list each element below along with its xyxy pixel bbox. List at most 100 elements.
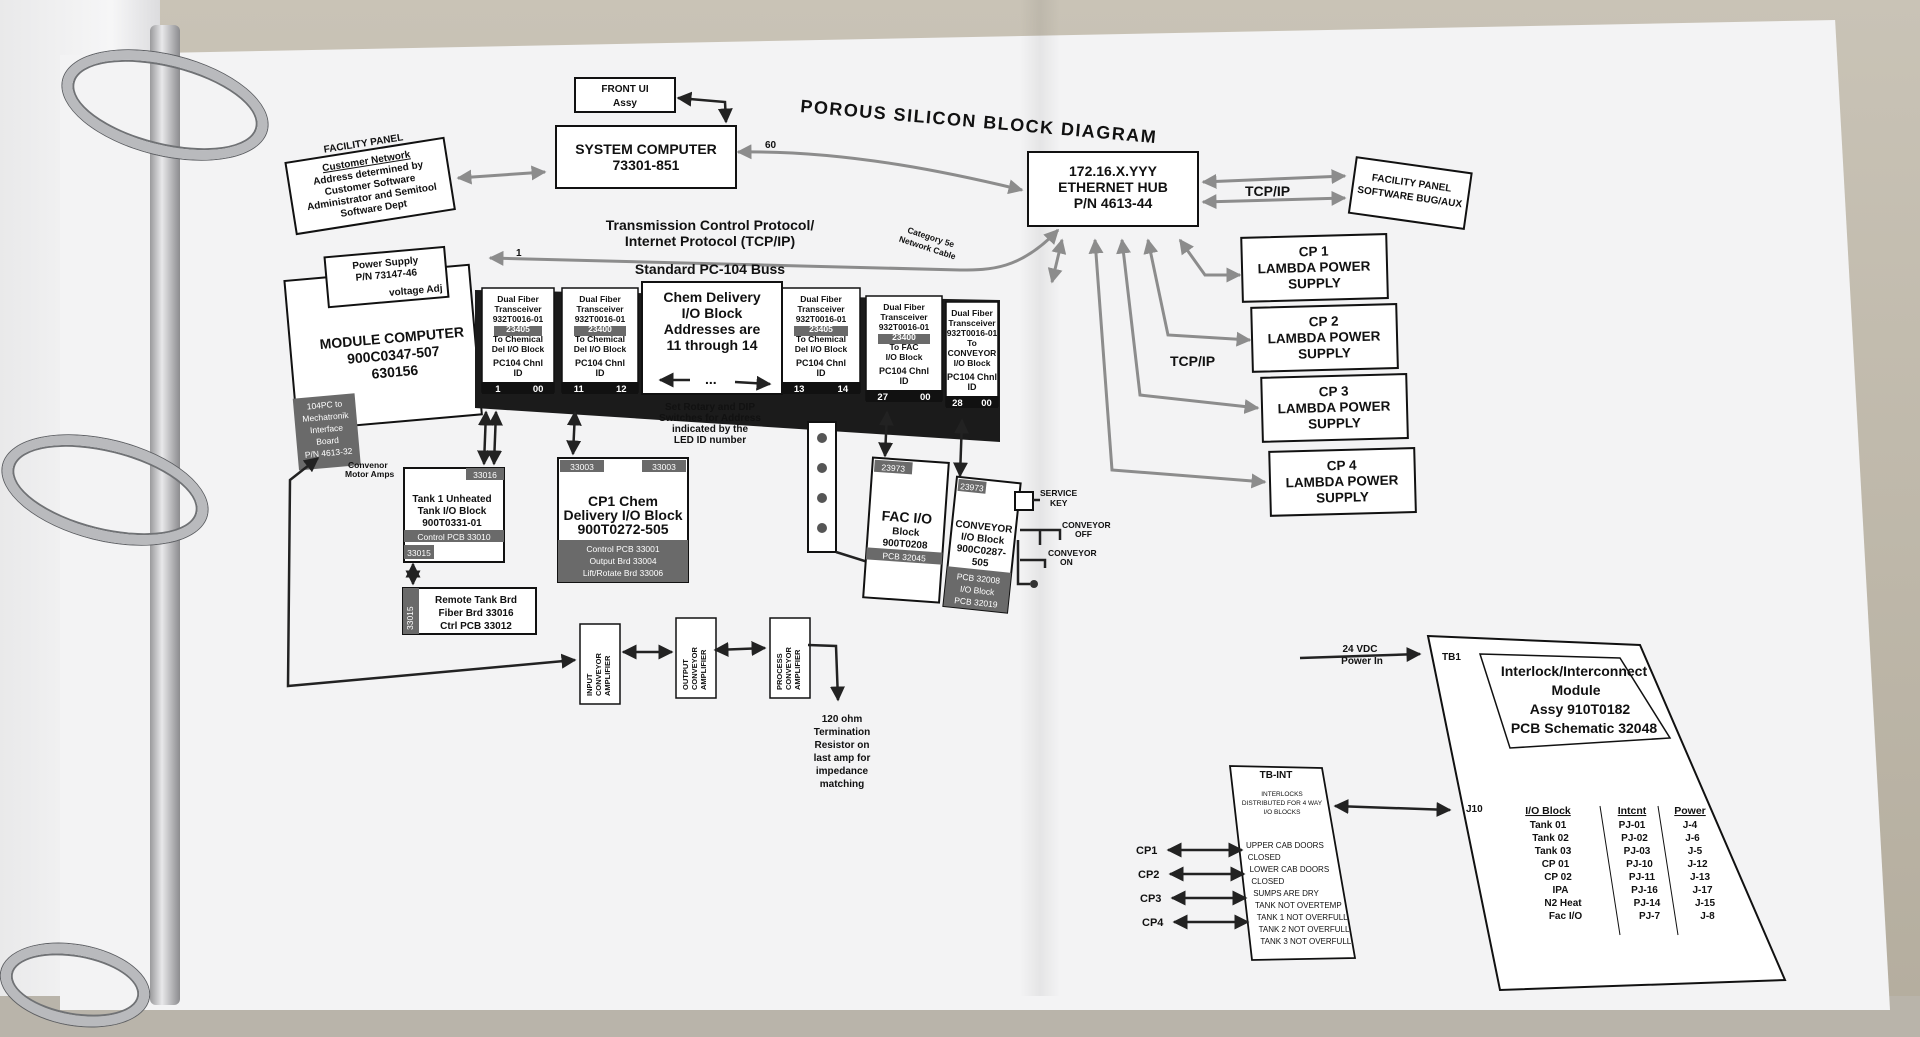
tb-int-header-2: DISTRIBUTED FOR 4 WAY bbox=[1242, 800, 1323, 807]
cp1-chem-foot1: Control PCB 33001 bbox=[586, 544, 660, 554]
io-table-cell-8-3: J-8 bbox=[1700, 911, 1715, 922]
transceiver-card-5: Dual FiberTransceiver932T0016-01ToCONVEY… bbox=[945, 301, 999, 409]
ethernet-hub-pn: P/N 4613-44 bbox=[1074, 195, 1153, 211]
fac-io-block: 23973 FAC I/O Block 900T0208 PCB 32045 bbox=[862, 456, 950, 604]
transceiver-4-line-6: I/O Block bbox=[886, 352, 923, 362]
transceiver-2-line-4: 23400 bbox=[588, 324, 612, 334]
remote-tank-tag: 33015 bbox=[405, 606, 415, 630]
tank1-line2: Tank I/O Block bbox=[418, 506, 487, 517]
transceiver-5-line-6: I/O Block bbox=[954, 358, 991, 368]
termination-line3: Resistor on bbox=[814, 740, 869, 751]
transceiver-5-line-5: CONVEYOR bbox=[948, 348, 997, 358]
sensor-column bbox=[807, 421, 837, 553]
io-table-cell-2-2: PJ-02 bbox=[1621, 833, 1648, 844]
tb-int-line-8: TANK 2 NOT OVERFULL bbox=[1259, 925, 1350, 934]
transceiver-3-chnl-1: PC104 Chnl bbox=[796, 358, 846, 368]
power-in-line2: Power In bbox=[1341, 656, 1383, 667]
service-key-line2: KEY bbox=[1050, 498, 1068, 508]
power-supply-pn: P/N 73147-46 bbox=[355, 267, 418, 283]
facility-panel-right: FACILITY PANEL SOFTWARE BUG/AUX bbox=[1347, 156, 1473, 230]
dip-note-line2: Switches for Address bbox=[659, 413, 761, 424]
tank1-line3: 900T0331-01 bbox=[422, 518, 482, 529]
j10-label: J10 bbox=[1466, 804, 1483, 815]
termination-line4: last amp for bbox=[814, 753, 871, 764]
io-table-cell-6-2: PJ-16 bbox=[1631, 885, 1658, 896]
system-computer-box: SYSTEM COMPUTER 73301-851 bbox=[555, 125, 737, 189]
interface-note-line2: Motor Amps bbox=[345, 469, 395, 479]
tb-int-header-1: INTERLOCKS bbox=[1261, 791, 1303, 798]
io-table-cell-6-1: IPA bbox=[1553, 885, 1569, 896]
io-table-cell-7-2: PJ-14 bbox=[1634, 898, 1661, 909]
transceiver-1-line-6: Del I/O Block bbox=[492, 344, 545, 354]
io-table-cell-5-1: CP 02 bbox=[1544, 872, 1572, 883]
transceiver-2-line-6: Del I/O Block bbox=[574, 344, 627, 354]
fac-io-footer: PCB 32045 bbox=[882, 550, 926, 563]
interlock-module: TB1 J10 Interlock/Interconnect Module As… bbox=[1426, 634, 1787, 992]
transceiver-3-line-3: 932T0016-01 bbox=[796, 314, 847, 324]
interface-board-line2: Mechatronik bbox=[302, 410, 350, 424]
termination-line1: 120 ohm bbox=[822, 714, 863, 725]
transceiver-3-line-2: Transceiver bbox=[797, 304, 845, 314]
module-computer-box: Power Supply P/N 73147-46 voltage Adj MO… bbox=[283, 245, 483, 471]
remote-tank-line1: Remote Tank Brd bbox=[435, 595, 517, 606]
system-computer-pn: 73301-851 bbox=[613, 157, 680, 173]
tank1-tag: 33016 bbox=[473, 470, 497, 480]
chem-delivery-ellipsis: ... bbox=[705, 371, 717, 387]
tb-int-line-5: SUMPS ARE DRY bbox=[1253, 889, 1319, 898]
tb-int-line-2: CLOSED bbox=[1248, 853, 1281, 862]
cp1-chem-io-block: 33003 33003 CP1 Chem Delivery I/O Block … bbox=[557, 457, 689, 583]
interlock-module-line3: Assy 910T0182 bbox=[1530, 701, 1631, 717]
cp1-chem-line1: CP1 Chem bbox=[588, 493, 658, 509]
tb-int-line-7: TANK 1 NOT OVERFULL bbox=[1257, 913, 1348, 922]
remote-tank-line3: Ctrl PCB 33012 bbox=[440, 621, 512, 632]
transceiver-5-line-3: 932T0016-01 bbox=[947, 328, 998, 338]
cp-label-3: CP3 bbox=[1140, 893, 1161, 905]
tank1-footer: Control PCB 33010 bbox=[417, 532, 491, 542]
transceiver-3-line-5: To Chemical bbox=[796, 334, 846, 344]
transceiver-5-line-2: Transceiver bbox=[948, 318, 996, 328]
transceiver-4-line-1: Dual Fiber bbox=[883, 302, 925, 312]
system-computer-label: SYSTEM COMPUTER bbox=[575, 141, 717, 157]
cp1-chem-foot2: Output Brd 33004 bbox=[589, 556, 656, 566]
amplifier-3-line-2: CONVEYOR bbox=[784, 646, 793, 690]
transceiver-4-id-1: 27 bbox=[877, 392, 888, 403]
remote-tank-block: 33015 Remote Tank Brd Fiber Brd 33016 Ct… bbox=[402, 587, 537, 635]
conveyor-off-line2: OFF bbox=[1075, 529, 1092, 539]
amplifier-2-line-1: OUTPUT bbox=[681, 659, 690, 690]
transceiver-2-id-2: 12 bbox=[616, 384, 627, 395]
cp1-chem-tag1: 33003 bbox=[570, 462, 594, 472]
transceiver-card-4: Dual FiberTransceiver932T0016-0123400To … bbox=[865, 295, 943, 403]
io-table-cell-3-1: Tank 03 bbox=[1535, 846, 1572, 857]
io-table-cell-3-2: PJ-03 bbox=[1624, 846, 1651, 857]
io-table-header-1: I/O Block bbox=[1525, 805, 1571, 817]
lambda-2-line-1: CP 2 bbox=[1309, 314, 1339, 330]
interlock-module-line1: Interlock/Interconnect bbox=[1501, 663, 1648, 679]
protocol-label-line2: Internet Protocol (TCP/IP) bbox=[625, 233, 795, 249]
transceiver-5-chnl-1: PC104 Chnl bbox=[947, 372, 997, 382]
power-in-line1: 24 VDC bbox=[1342, 644, 1377, 655]
buss-label: Standard PC-104 Buss bbox=[635, 261, 785, 277]
tb-int-line-6: TANK NOT OVERTEMP bbox=[1255, 901, 1342, 910]
fac-io-tag: 23973 bbox=[881, 462, 906, 474]
cp1-chem-tag2: 33003 bbox=[652, 462, 676, 472]
interface-board-line1: 104PC to bbox=[306, 398, 342, 411]
io-table-cell-6-3: J-17 bbox=[1692, 885, 1712, 896]
io-table-cell-2-1: Tank 02 bbox=[1532, 833, 1569, 844]
tank1-io-block: 33016 Tank 1 Unheated Tank I/O Block 900… bbox=[403, 467, 505, 563]
facility-panel-left: FACILITY PANEL Customer Network Address … bbox=[284, 132, 456, 236]
lambda-1-line-3: SUPPLY bbox=[1288, 275, 1341, 291]
conveyor-io-line3: 900C0287- bbox=[956, 543, 1006, 559]
transceiver-5-id-1: 28 bbox=[952, 398, 963, 409]
remote-tank-line2: Fiber Brd 33016 bbox=[438, 608, 513, 619]
conveyor-io-foot1: PCB 32008 bbox=[956, 571, 1001, 586]
interface-board-line4: Board bbox=[316, 435, 340, 447]
lambda-2-line-2: LAMBDA POWER bbox=[1267, 328, 1380, 346]
interface-board-line5: P/N 4613-32 bbox=[304, 446, 353, 460]
transceiver-2-chnl-1: PC104 Chnl bbox=[575, 358, 625, 368]
tcp-ip-mid-label: TCP/IP bbox=[1170, 353, 1215, 369]
